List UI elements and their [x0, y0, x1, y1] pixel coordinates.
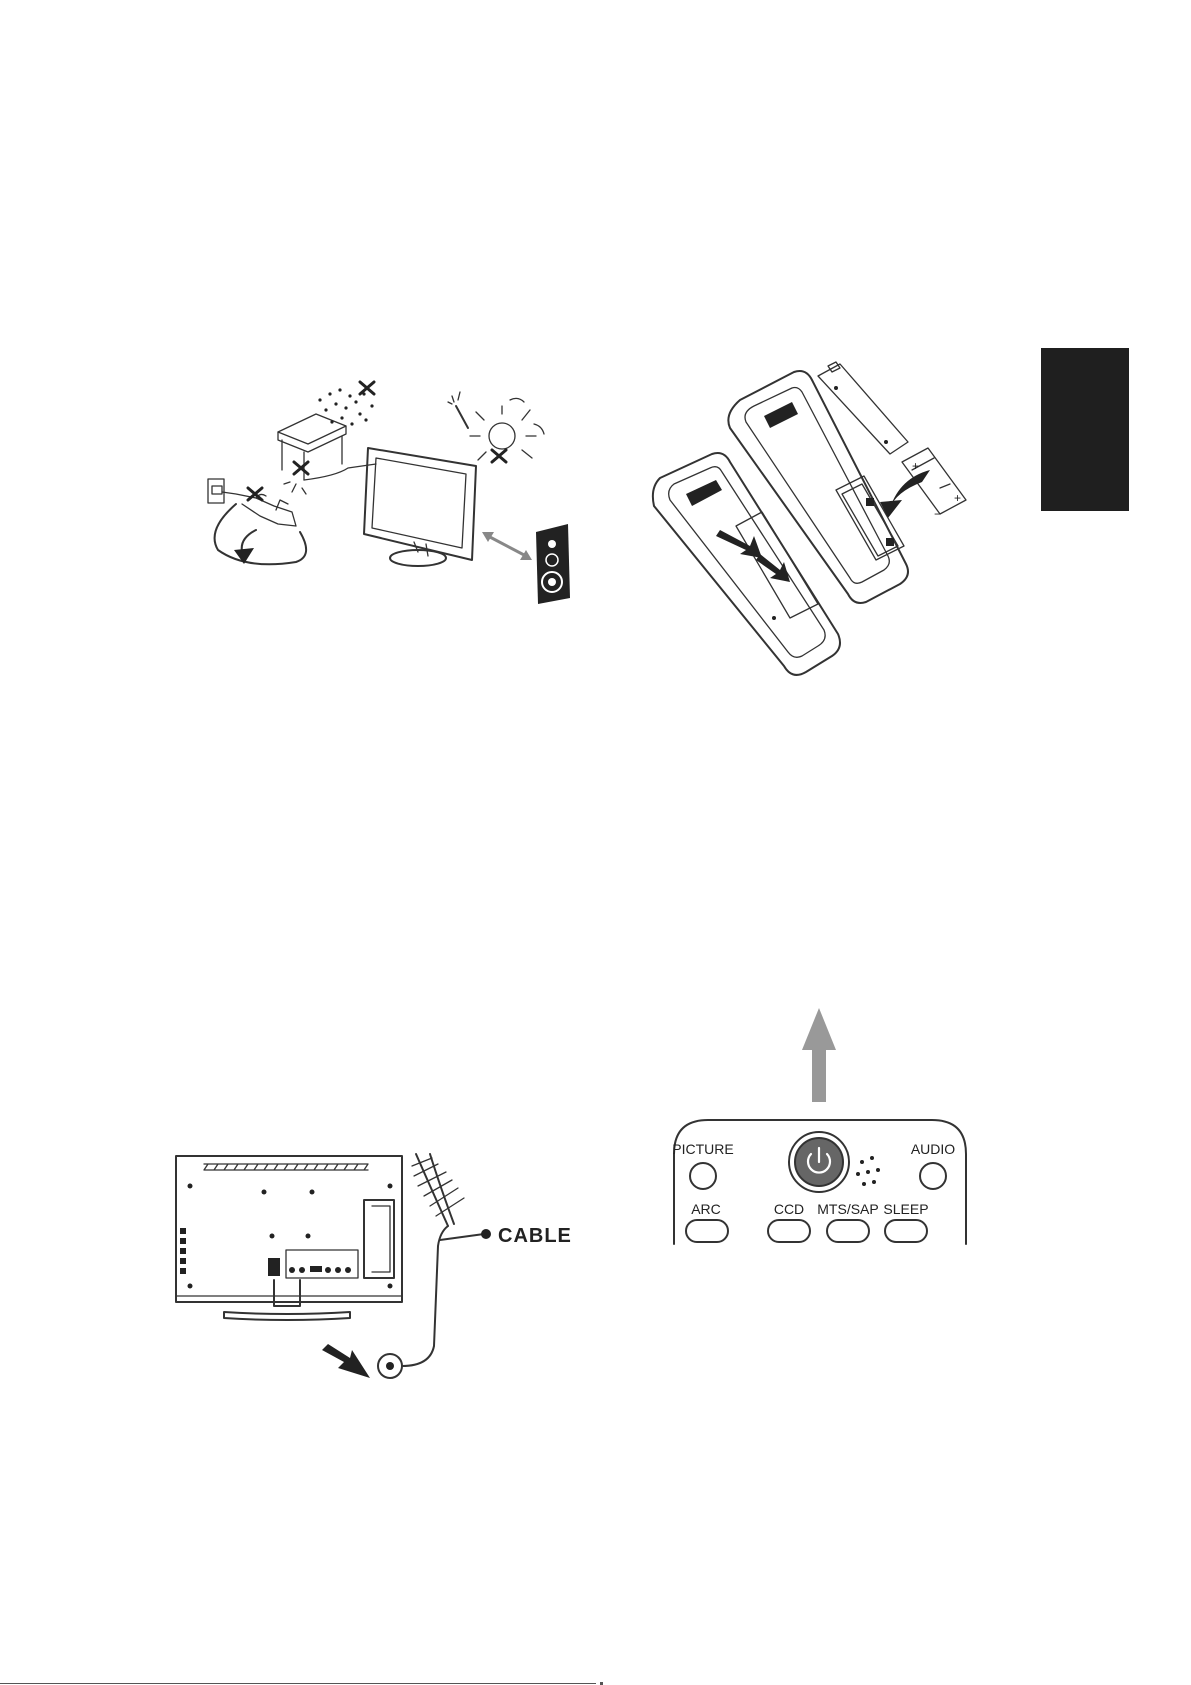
wall-outlet-icon — [208, 479, 224, 503]
mts-sap-label: MTS/SAP — [817, 1201, 878, 1217]
x-mark-icon — [360, 382, 374, 394]
cable-label: CABLE — [498, 1225, 572, 1247]
antenna-connection-illustration: CABLE — [168, 1146, 598, 1386]
antenna-cable — [402, 1226, 448, 1366]
speaker-icon — [536, 524, 570, 604]
antenna-icon — [412, 1154, 464, 1226]
battery-cover-icon — [818, 362, 908, 454]
mts-sap-button[interactable] — [827, 1220, 869, 1242]
svg-text:+: + — [912, 459, 919, 473]
ccd-button[interactable] — [768, 1220, 810, 1242]
tv-back-icon — [176, 1156, 402, 1320]
section-tab — [1041, 348, 1129, 511]
audio-label: AUDIO — [911, 1141, 955, 1157]
coax-connector-icon — [378, 1354, 402, 1378]
footer-rule — [0, 1683, 596, 1684]
sleep-label: SLEEP — [883, 1201, 928, 1217]
sleep-button[interactable] — [885, 1220, 927, 1242]
picture-label: PICTURE — [672, 1141, 733, 1157]
picture-button[interactable] — [690, 1163, 716, 1189]
svg-text:+: + — [954, 491, 961, 505]
remote-top-illustration: PICTURE AUDIO ARC CCD MTS/SAP SLEEP — [672, 1004, 968, 1250]
distance-arrow-icon — [482, 532, 532, 560]
table-icon — [278, 414, 346, 480]
x-mark-icon — [294, 462, 308, 474]
tv-placement-illustration — [196, 380, 596, 640]
audio-button[interactable] — [920, 1163, 946, 1189]
x-mark-icon — [492, 450, 506, 462]
arc-button[interactable] — [686, 1220, 728, 1242]
power-button — [789, 1132, 849, 1192]
svg-text:−: − — [934, 507, 941, 521]
cable-lead — [440, 1234, 484, 1240]
sensor-dots — [856, 1156, 880, 1186]
insert-arrow-icon — [880, 470, 930, 518]
tv-icon — [364, 448, 476, 566]
remote-front-icon — [653, 453, 840, 675]
ccd-label: CCD — [774, 1201, 804, 1217]
rain-icon — [318, 388, 373, 425]
arc-label: ARC — [691, 1201, 721, 1217]
connect-arrow-icon — [322, 1344, 370, 1378]
remote-back-icon — [728, 371, 908, 603]
battery-installation-illustration: + + − — [650, 358, 1010, 688]
candle-icon — [448, 392, 468, 428]
arrow-up-icon — [802, 1008, 836, 1102]
